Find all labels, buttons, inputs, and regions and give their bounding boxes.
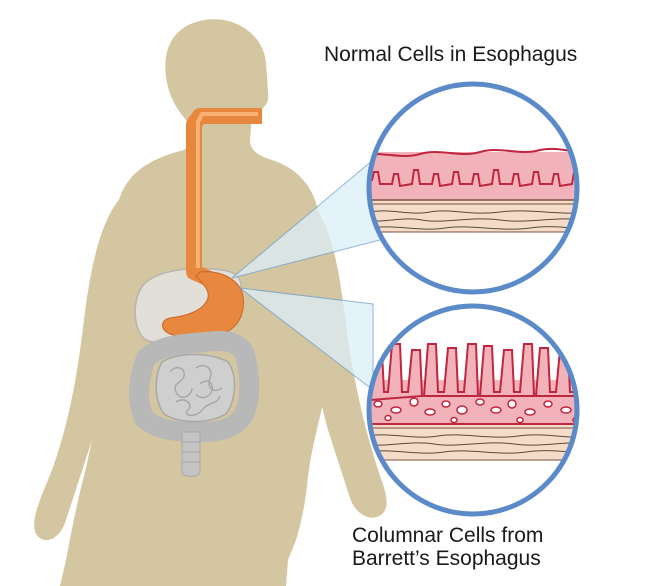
- columnar-label-line-2: Barrett’s Esophagus: [352, 547, 543, 570]
- rectum: [182, 432, 200, 477]
- columnar-cells-lens: [360, 306, 590, 514]
- columnar-label-line-1: Columnar Cells from: [352, 524, 543, 547]
- normal-cells-lens: [360, 84, 590, 292]
- columnar-cells-label: Columnar Cells from Barrett’s Esophagus: [352, 524, 543, 570]
- normal-cells-label: Normal Cells in Esophagus: [324, 44, 577, 66]
- small-intestine: [156, 355, 234, 422]
